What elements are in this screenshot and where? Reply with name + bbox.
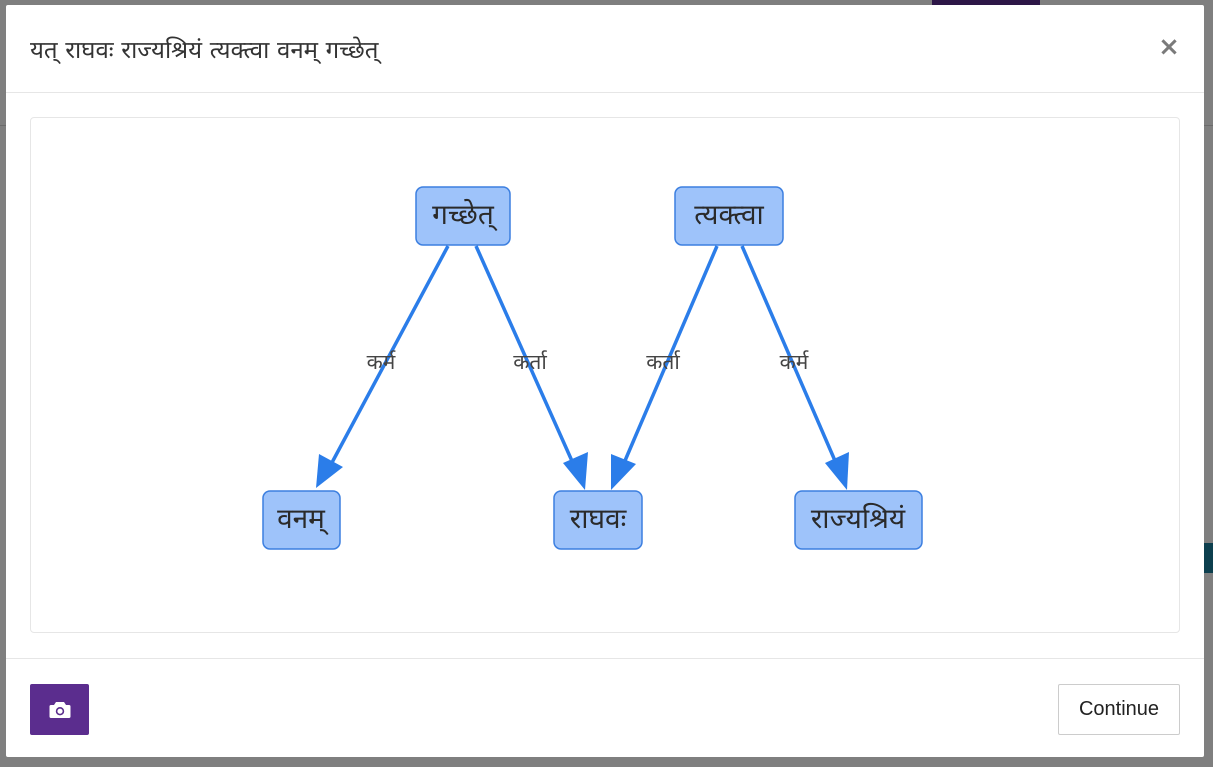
graph-edge[interactable]: कर्ता xyxy=(611,245,719,490)
graph-node[interactable]: राघवः xyxy=(553,490,643,550)
modal-footer: Continue xyxy=(6,658,1204,757)
arrow-head-icon xyxy=(316,454,343,488)
edge-label: कर्ता xyxy=(646,350,681,374)
edge-label: कर्ता xyxy=(513,350,548,374)
node-box xyxy=(553,490,643,550)
edge-line xyxy=(474,245,578,471)
screenshot-button[interactable] xyxy=(30,684,89,735)
graph-edges: कर्म कर्ता कर्ता कर् xyxy=(316,245,849,490)
close-button[interactable]: × xyxy=(1154,29,1184,65)
edge-line xyxy=(326,245,450,471)
edge-label: कर्म xyxy=(780,350,810,374)
node-box xyxy=(262,490,341,550)
node-box xyxy=(415,186,511,246)
modal-header: यत् राघवः राज्यश्रियं त्यक्त्वा वनम् गच्… xyxy=(6,5,1204,93)
graph-node[interactable]: राज्यश्रियं xyxy=(794,490,923,550)
node-label: त्यक्त्वा xyxy=(694,198,764,231)
arrow-head-icon xyxy=(825,452,849,490)
node-label: राघवः xyxy=(570,502,628,535)
camera-icon xyxy=(49,701,70,718)
graph-node[interactable]: त्यक्त्वा xyxy=(674,186,784,246)
edge-line xyxy=(619,245,719,471)
dependency-graph: कर्म कर्ता कर्ता कर् xyxy=(262,186,923,550)
arrow-head-icon xyxy=(563,452,588,490)
graph-edge[interactable]: कर्ता xyxy=(474,245,588,490)
dependency-graph-modal: यत् राघवः राज्यश्रियं त्यक्त्वा वनम् गच्… xyxy=(6,5,1204,757)
continue-button[interactable]: Continue xyxy=(1058,684,1180,735)
modal-title: यत् राघवः राज्यश्रियं त्यक्त्वा वनम् गच्… xyxy=(30,36,379,64)
edge-label: कर्म xyxy=(367,350,397,374)
graph-node[interactable]: वनम् xyxy=(262,490,341,550)
graph-edge[interactable]: कर्म xyxy=(316,245,450,488)
node-box xyxy=(794,490,923,550)
node-label: राज्यश्रियं xyxy=(811,502,906,535)
edge-line xyxy=(740,245,841,471)
node-label: वनम् xyxy=(277,502,329,536)
node-box xyxy=(674,186,784,246)
graph-nodes: गच्छेत् त्यक्त्वा वनम् राघवः xyxy=(262,186,923,550)
modal-body: कर्म कर्ता कर्ता कर् xyxy=(6,93,1204,658)
arrow-head-icon xyxy=(611,454,636,490)
graph-edge[interactable]: कर्म xyxy=(740,245,849,490)
node-label: गच्छेत् xyxy=(432,198,498,232)
graph-panel: कर्म कर्ता कर्ता कर् xyxy=(30,117,1180,633)
graph-node[interactable]: गच्छेत् xyxy=(415,186,511,246)
